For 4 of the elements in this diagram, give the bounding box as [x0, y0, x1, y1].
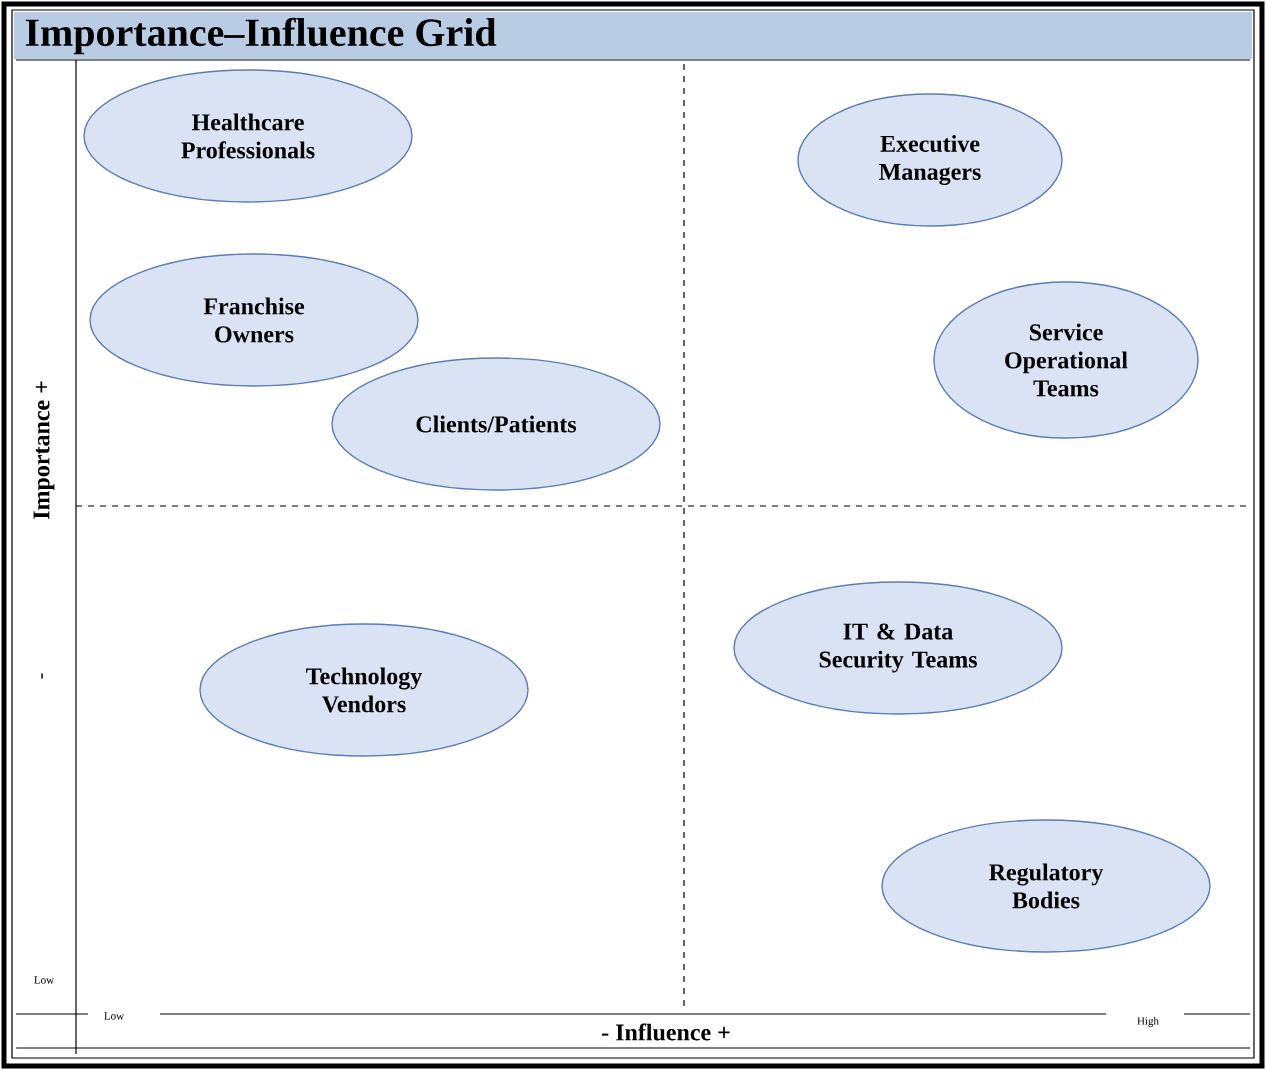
axis-label: - Influence +	[602, 1023, 730, 1041]
title-band: Importance–Influence Grid	[14, 12, 1252, 59]
axis-tick-label: -	[41, 673, 43, 679]
axis-label: Importance +	[33, 381, 55, 519]
